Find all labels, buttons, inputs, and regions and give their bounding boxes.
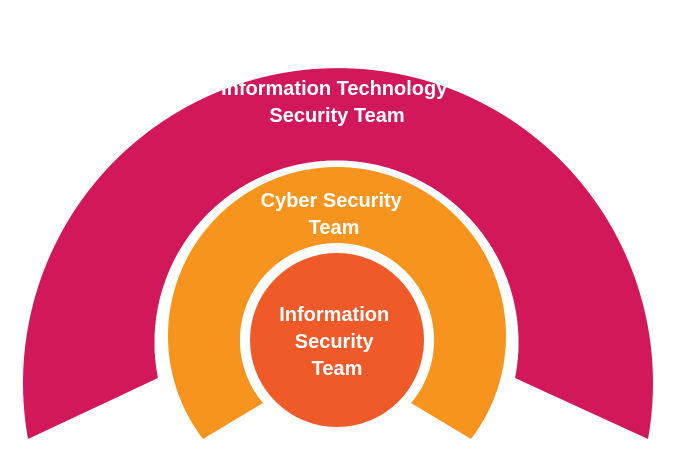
inner-label-line: Security [295, 331, 375, 353]
outer-label-line: Information Technology [221, 78, 448, 100]
inner-circle-information-security-team [250, 253, 424, 427]
outer-label-line: Security Team [269, 105, 404, 127]
middle-arc-cyber-security-team [168, 167, 507, 439]
inner-label-line: Information [279, 304, 389, 326]
outer-arc-it-security-team [23, 68, 653, 440]
outer-layer-label: Information Technology Security Team [221, 78, 453, 127]
middle-label-line: Team [309, 217, 360, 239]
inner-layer-label: Information Security Team [279, 304, 395, 380]
middle-layer-label: Cyber Security Team [261, 190, 408, 239]
inner-label-line: Team [312, 358, 363, 380]
middle-label-line: Cyber Security [261, 190, 403, 212]
